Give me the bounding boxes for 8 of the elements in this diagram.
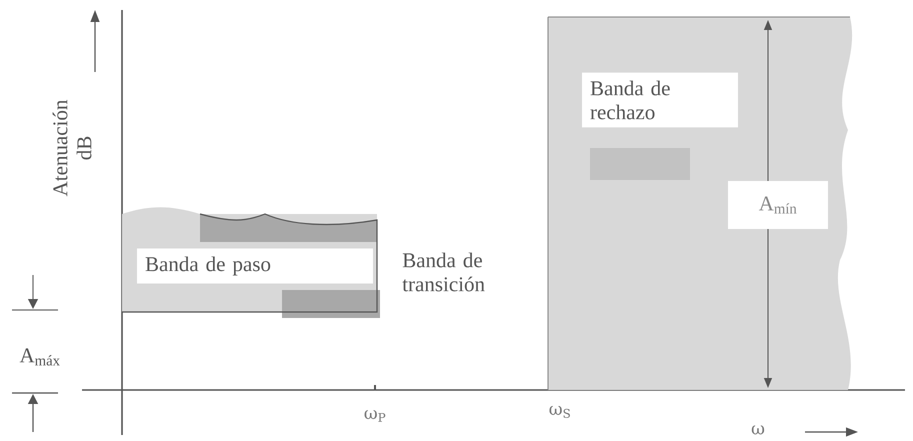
axis-label: ω <box>752 426 764 434</box>
axis-label: ω$_{S}$ <box>550 406 570 418</box>
axis-label: Banda de transición <box>402 252 485 292</box>
axis-label: A$_{mín}$ <box>728 181 828 229</box>
axis-label: ω$_{P}$ <box>364 410 386 422</box>
axis-label: A$_{máx}$ <box>20 348 60 366</box>
passband-region: Banda de paso <box>122 207 380 318</box>
axis-label: Atenuación dB <box>52 100 92 196</box>
